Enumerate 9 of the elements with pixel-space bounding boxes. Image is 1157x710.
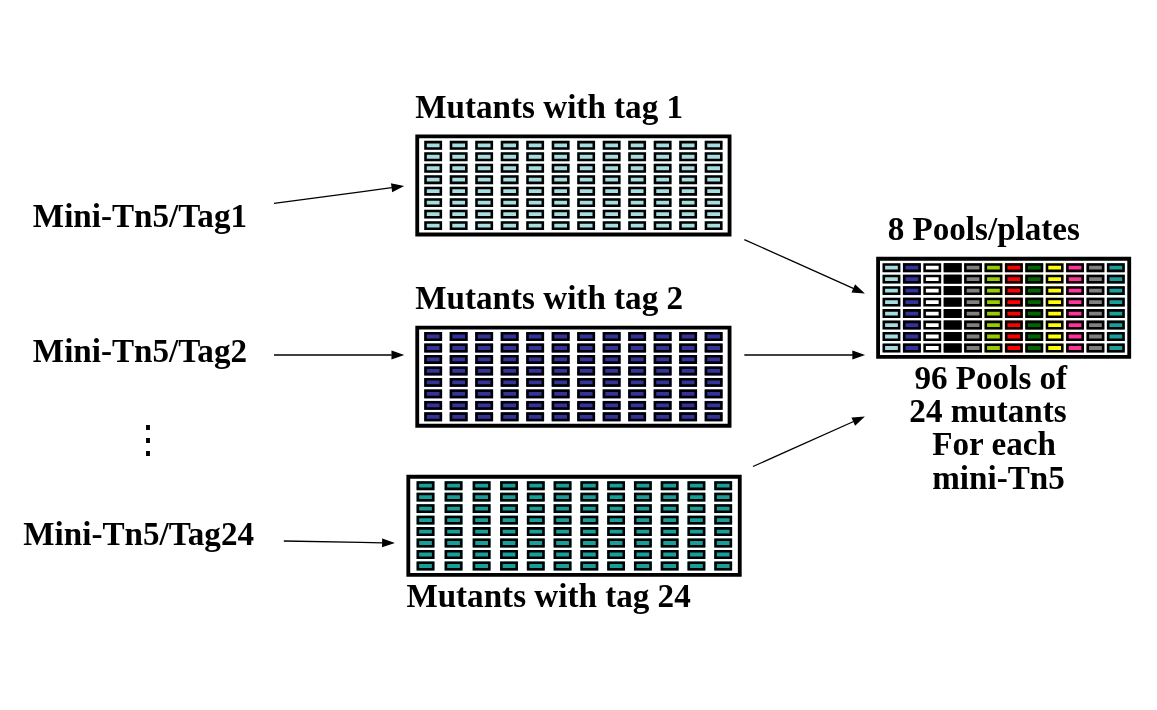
node-label: 8 Pools/plates (887, 210, 1080, 248)
node-text: Mini-Tn5/Tag2 (32, 331, 248, 369)
node-text: Mini-Tn5/Tag24 (23, 515, 255, 553)
node-label: 96 Pools of 24 mutants For each mini-Tn5 (909, 359, 1068, 496)
node-label: Mutants with tag 1 (415, 87, 684, 125)
label: ⋮ (129, 418, 168, 461)
node-label: Mutants with tag 2 (415, 278, 684, 316)
node-text: Mini-Tn5/Tag1 (32, 196, 248, 234)
node-label: Mutants with tag 24 (406, 577, 691, 615)
